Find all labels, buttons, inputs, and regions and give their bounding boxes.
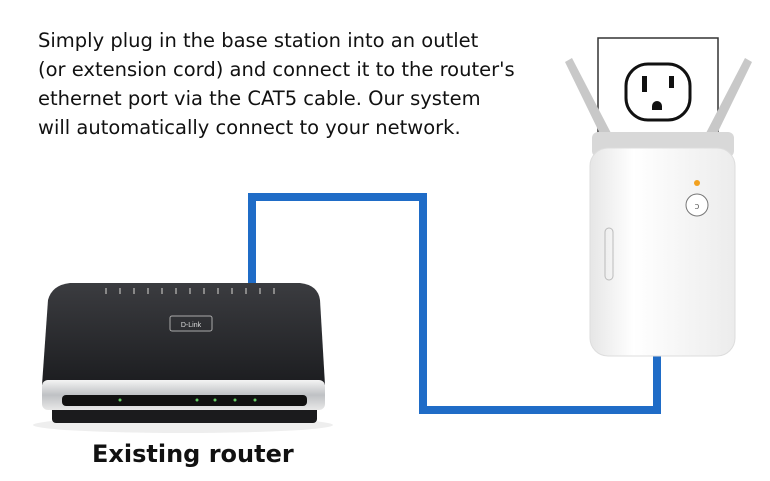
router-status-leds	[118, 398, 257, 402]
caption-line: will automatically connect to your netwo…	[38, 116, 461, 139]
svg-text:ↄ: ↄ	[695, 202, 700, 212]
caption-line: (or extension cord) and connect it to th…	[38, 58, 515, 81]
outlet-icon	[597, 37, 719, 139]
router-label: Existing router	[92, 440, 294, 468]
instructions-text: Simply plug in the base station into an …	[38, 26, 515, 142]
router-image: D-Link	[33, 283, 333, 433]
range-extender-image: ↄ	[565, 58, 752, 357]
router-brand-logo: D-Link	[181, 322, 202, 329]
ethernet-cable	[248, 193, 661, 414]
caption-line: Simply plug in the base station into an …	[38, 29, 479, 52]
caption-line: ethernet port via the CAT5 cable. Our sy…	[38, 87, 481, 110]
